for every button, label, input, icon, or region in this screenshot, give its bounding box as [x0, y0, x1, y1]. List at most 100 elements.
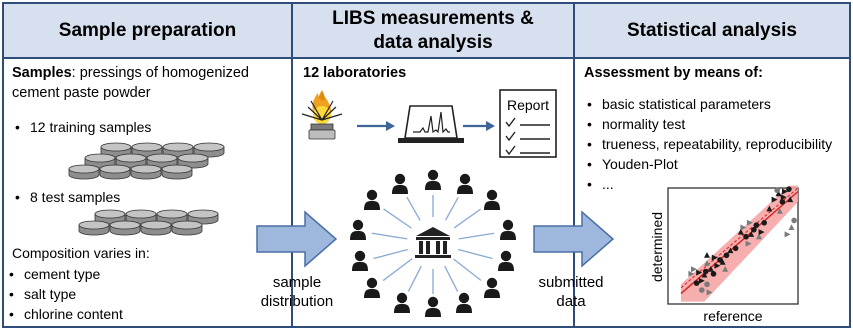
person-icon [457, 173, 473, 194]
data-point [774, 187, 780, 194]
data-point [788, 224, 795, 230]
data-point [748, 231, 755, 237]
data-point [786, 186, 792, 192]
person-icon [350, 219, 366, 240]
data-point [775, 190, 782, 197]
reference-line [680, 187, 799, 289]
person-icon [394, 292, 410, 313]
data-point [696, 269, 703, 276]
list-item: basic statistical parameters [584, 94, 832, 114]
samples-label: Samples [12, 65, 72, 81]
report-icon: Report [499, 89, 557, 158]
person-icon [352, 250, 368, 271]
person-icon [364, 189, 380, 210]
sample-pellet-icon [68, 164, 100, 180]
data-point [753, 222, 760, 228]
process-arrow [463, 121, 495, 131]
data-point [711, 254, 718, 261]
data-point [702, 268, 709, 275]
panel-sample-preparation: Sample preparation [2, 2, 293, 328]
composition-list: cement typesalt typechlorine content [6, 264, 123, 324]
connection-line [406, 196, 421, 221]
list-item: trueness, repeatability, reproducibility [584, 134, 832, 154]
panel-statistical-analysis: Statistical analysis [573, 2, 851, 328]
data-point [791, 217, 797, 224]
data-point [698, 277, 705, 284]
training-list: 12 training samples [12, 117, 151, 137]
data-point [761, 220, 767, 226]
data-point [722, 266, 729, 272]
plot-ylabel: determined [649, 212, 665, 282]
assessment-title: Assessment by means of: [584, 65, 763, 81]
connection-line [382, 258, 413, 282]
data-point [688, 270, 695, 277]
panel-title: LIBS measurements & data analysis [293, 4, 573, 59]
person-icon [425, 169, 441, 190]
data-point [704, 252, 710, 258]
training-samples-label: 12 training samples [12, 117, 151, 137]
regression-line [680, 190, 799, 295]
list-item: ... [584, 174, 832, 194]
data-point [746, 219, 753, 226]
sample-pellet-icon [171, 220, 203, 236]
spectrum-monitor-icon [398, 105, 464, 143]
data-point [751, 226, 757, 233]
list-item: salt type [6, 284, 123, 304]
sample-pellet-icon [140, 220, 172, 236]
person-icon [484, 277, 500, 298]
connection-line [453, 258, 482, 281]
samples-text: : pressings of homogenized [71, 65, 249, 81]
list-item: chlorine content [6, 304, 123, 324]
sample-pellet-icon [78, 220, 110, 236]
youden-plot-thumbnail: reference determined [649, 185, 799, 324]
connection-line [373, 248, 409, 260]
list-item: normality test [584, 114, 832, 134]
data-point [737, 228, 744, 235]
data-point [704, 281, 710, 288]
data-point [782, 188, 788, 195]
data-point [766, 205, 773, 212]
labs-label: 12 laboratories [303, 65, 407, 81]
panel-title: Sample preparation [4, 4, 291, 59]
distribution-arrow [256, 210, 338, 268]
data-point [707, 266, 714, 272]
data-point [743, 233, 749, 240]
connection-line [457, 248, 493, 260]
data-point [745, 240, 752, 247]
connection-line [458, 232, 495, 240]
test-samples-label: 8 test samples [12, 187, 120, 207]
connection-line [371, 232, 408, 240]
panel-title: Statistical analysis [575, 4, 849, 59]
data-point [732, 245, 739, 252]
sample-pellet-icon [130, 164, 162, 180]
data-point [740, 224, 747, 231]
connection-line [453, 208, 481, 229]
data-point [779, 199, 786, 205]
report-title: Report [507, 97, 549, 113]
list-item: cement type [6, 264, 123, 284]
data-point [758, 229, 765, 236]
sample-pellet-icon [99, 164, 131, 180]
person-icon [364, 277, 380, 298]
data-point [723, 252, 730, 259]
data-point [704, 260, 710, 266]
arrow-label: distribution [261, 293, 334, 310]
test-list: 8 test samples [12, 187, 120, 207]
process-arrow [357, 121, 395, 131]
samples-text-line2: cement paste powder [12, 85, 151, 101]
person-icon [392, 173, 408, 194]
plot-xlabel: reference [703, 308, 762, 324]
data-point [719, 259, 726, 265]
connection-line [444, 265, 459, 292]
samples-description: Samples: pressings of homogenized [12, 64, 249, 83]
person-icon [498, 250, 514, 271]
submission-arrow [533, 210, 615, 268]
connection-line [444, 196, 459, 221]
person-icon [456, 292, 472, 313]
arrow-label: submitted [538, 274, 603, 291]
connection-line [407, 265, 422, 292]
connection-line [383, 208, 412, 229]
